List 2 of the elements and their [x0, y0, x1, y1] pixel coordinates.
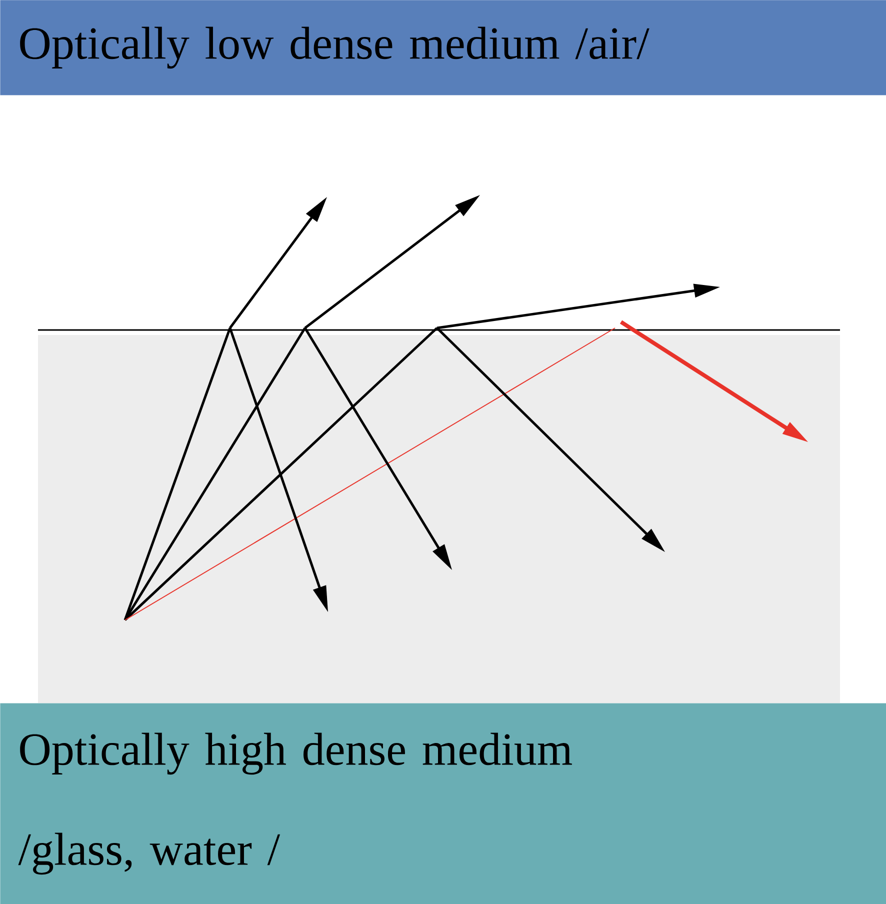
- medium-band: Optically low dense medium /air/: [0, 0, 886, 96]
- medium-band: Optically high dense medium /glass, water /: [0, 703, 886, 904]
